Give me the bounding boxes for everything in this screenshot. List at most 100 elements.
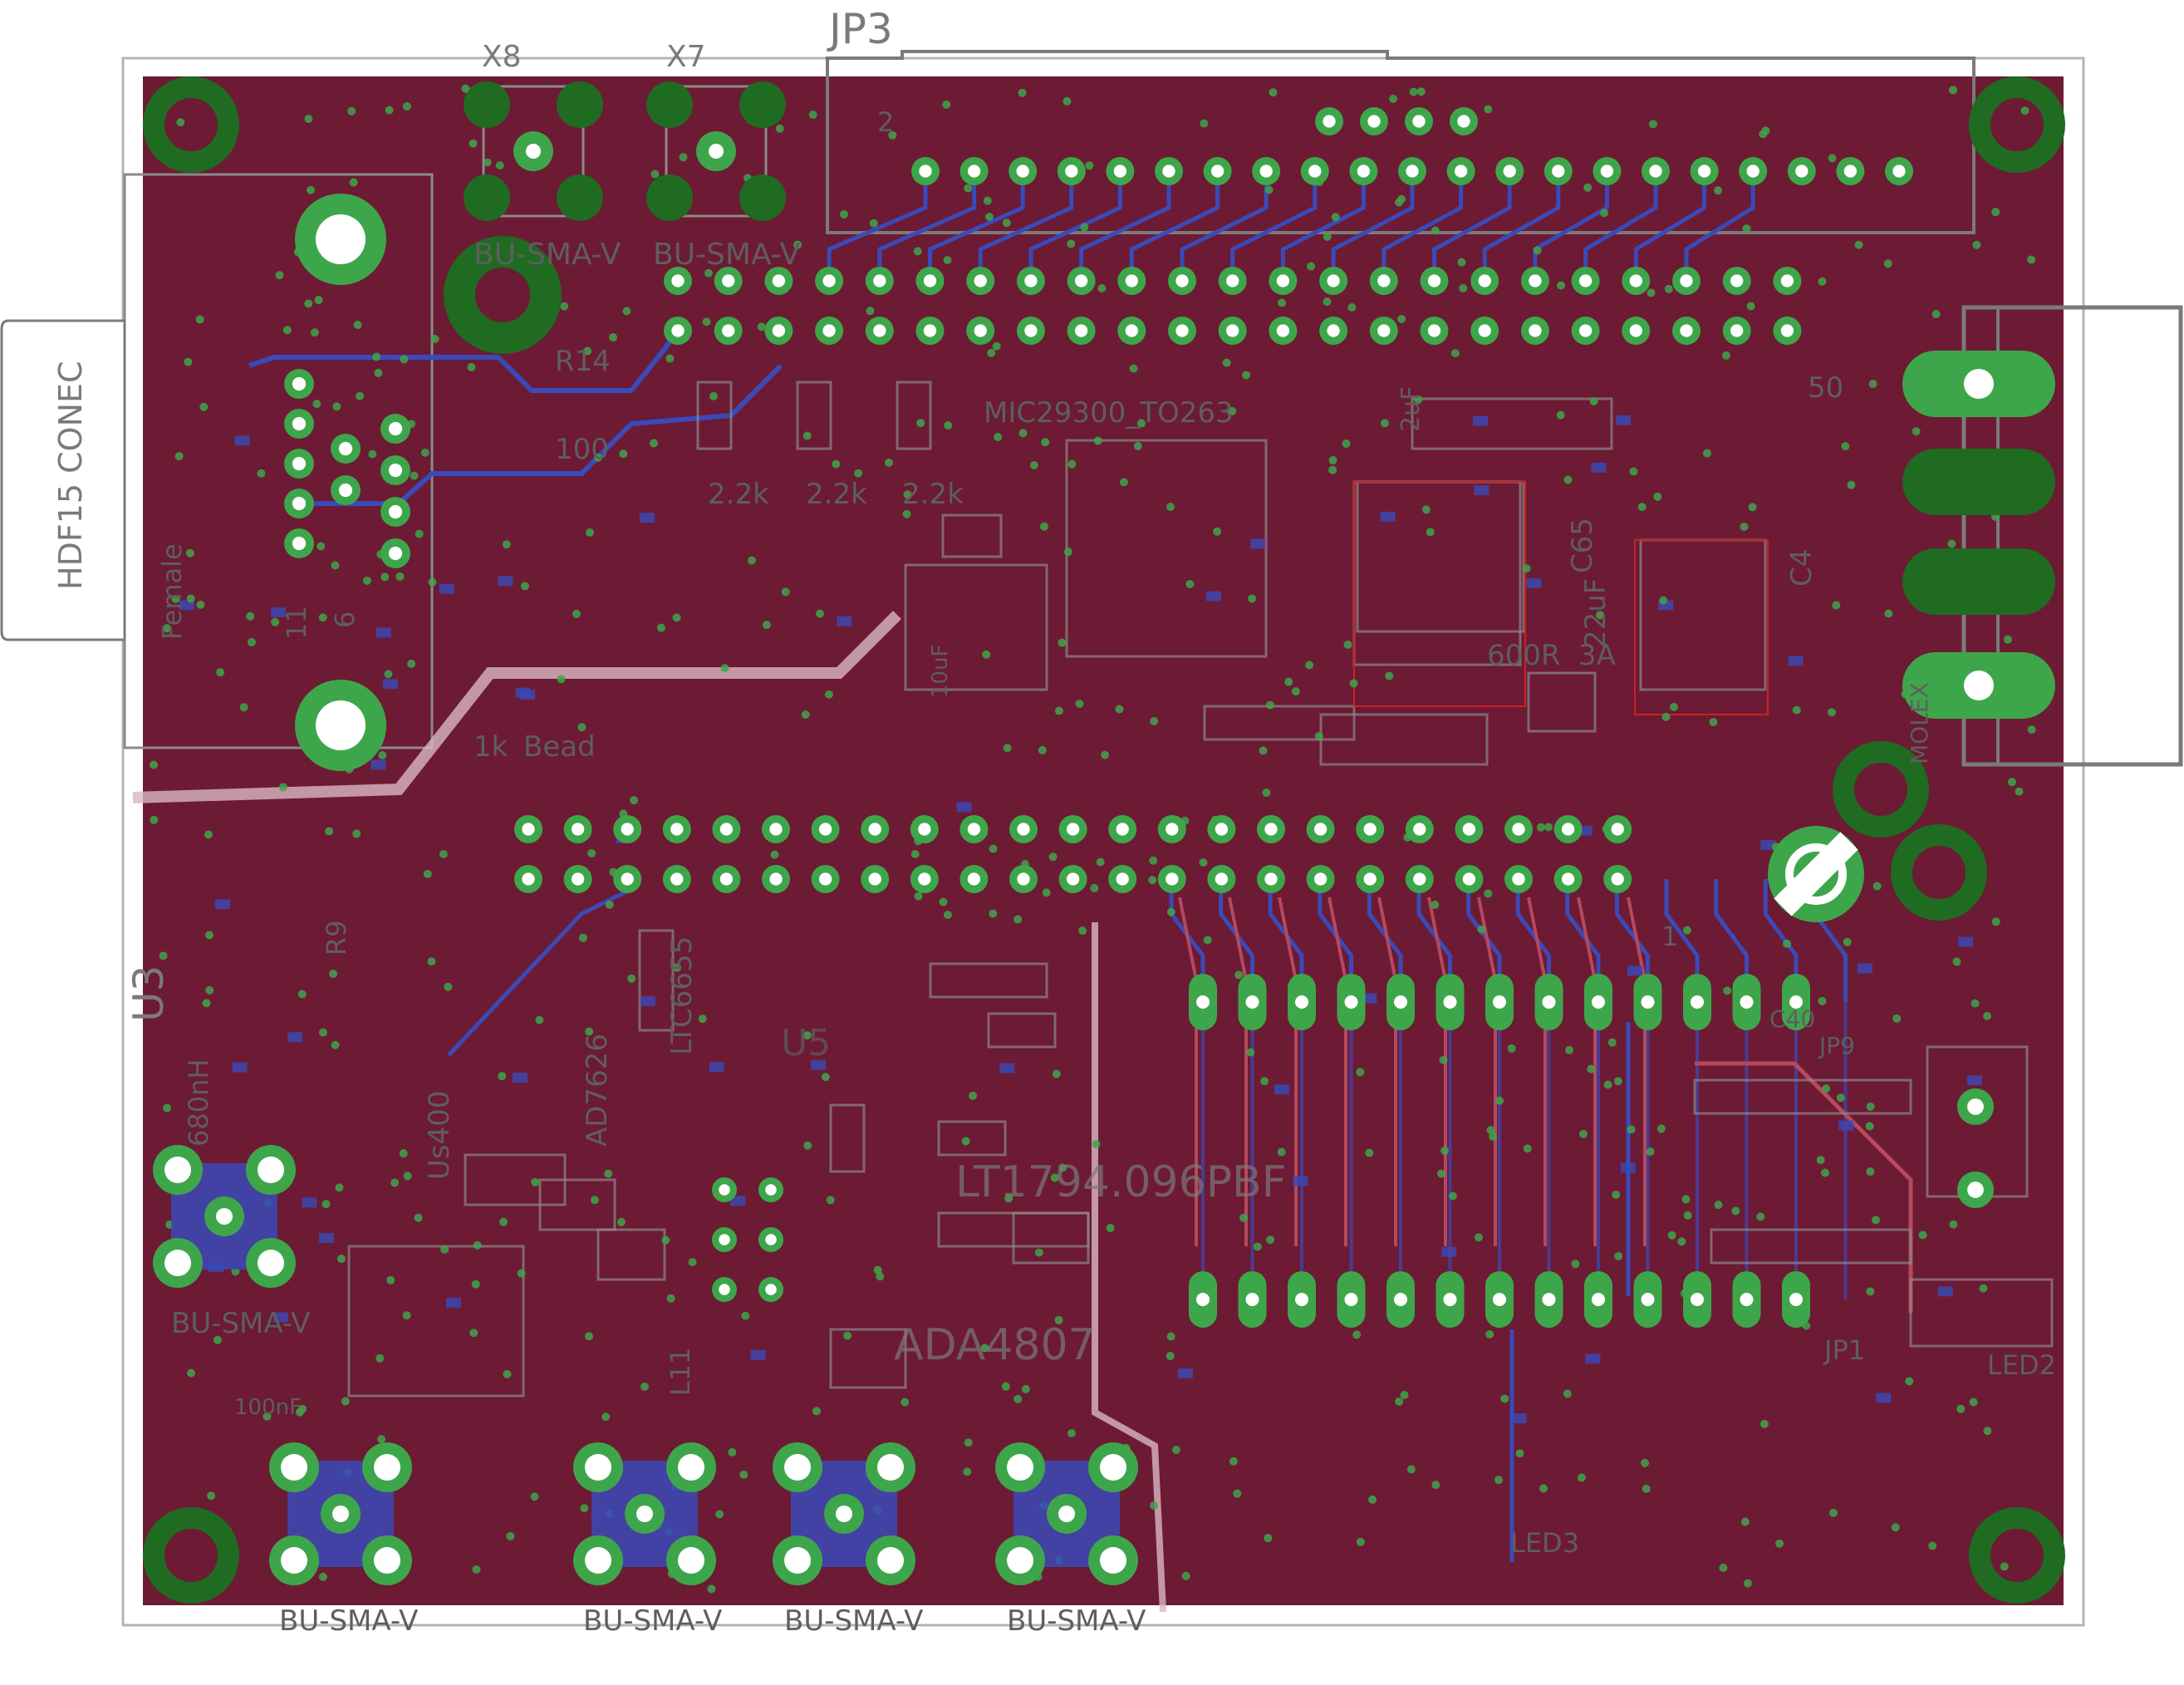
via <box>1395 1397 1404 1406</box>
pad-drill <box>671 324 685 337</box>
via <box>1557 281 1566 290</box>
via <box>1406 1465 1416 1474</box>
via <box>1148 876 1157 885</box>
hdf15-mount-pad <box>295 194 386 285</box>
via <box>295 1407 304 1417</box>
via <box>1731 1206 1740 1216</box>
via <box>1314 731 1323 740</box>
via <box>2027 725 2036 734</box>
via <box>1748 503 1757 512</box>
via <box>593 453 602 462</box>
pad-layer <box>284 107 1994 1328</box>
via <box>1352 1330 1362 1339</box>
via <box>1709 718 1718 727</box>
via <box>980 1344 989 1353</box>
mounting-hole <box>143 76 239 173</box>
pad-drill <box>1512 823 1525 836</box>
dip-pin <box>1337 1271 1366 1328</box>
jp3-pin <box>1642 157 1670 185</box>
via <box>1356 1068 1365 1077</box>
via <box>1234 970 1244 980</box>
via <box>1474 1233 1483 1242</box>
pad-drill <box>719 823 734 836</box>
pad-drill <box>1578 324 1593 337</box>
via <box>1603 1080 1612 1089</box>
via <box>1284 677 1293 686</box>
via <box>171 594 180 603</box>
pad-drill <box>1295 1293 1308 1306</box>
label-jp1: JP1 <box>1823 1334 1865 1366</box>
pad-drill <box>967 872 981 886</box>
pad-drill <box>1295 995 1308 1009</box>
via <box>914 892 923 901</box>
via <box>803 1141 812 1150</box>
header-pin <box>1168 317 1196 345</box>
pad-drill <box>338 483 353 498</box>
via <box>196 600 205 609</box>
via <box>1119 478 1128 487</box>
via <box>1307 262 1316 271</box>
via <box>808 111 817 120</box>
db15-pin <box>284 449 314 479</box>
sma-outline <box>665 85 768 218</box>
jp3-pin <box>1544 157 1573 185</box>
test-point <box>1957 1088 1994 1125</box>
via <box>1253 1242 1262 1251</box>
via <box>263 1412 272 1421</box>
pad-drill <box>1276 324 1290 337</box>
via <box>1459 283 1468 292</box>
header-pin <box>1369 317 1398 345</box>
pad-drill <box>1313 872 1328 886</box>
sma-ground-drill <box>1100 1547 1126 1574</box>
smd-pad <box>750 1349 766 1360</box>
via <box>2000 1562 2009 1571</box>
via <box>372 352 381 361</box>
pad-drill <box>1327 324 1340 337</box>
smd-pad <box>375 627 391 638</box>
pad-drill <box>1394 995 1407 1009</box>
header-pin <box>1067 267 1096 295</box>
via <box>1305 661 1314 670</box>
via <box>1536 823 1545 832</box>
via <box>1222 358 1231 367</box>
header-pin <box>915 267 945 295</box>
label-ada4807: ADA4807 <box>894 1320 1096 1370</box>
sma-ground-drill <box>877 1454 904 1481</box>
via <box>1096 857 1105 867</box>
smd-pad <box>1293 1176 1308 1186</box>
via <box>1385 671 1394 680</box>
sma-ground-pin <box>739 174 786 221</box>
via <box>698 1014 707 1024</box>
label-2k2-a: 2.2k <box>708 478 769 511</box>
pad-drill <box>822 324 836 337</box>
via <box>207 1491 216 1501</box>
dip-pin <box>1732 974 1761 1030</box>
via <box>400 355 409 364</box>
via <box>1067 459 1077 469</box>
pad-drill <box>1074 274 1088 287</box>
via <box>1523 1144 1532 1153</box>
pad-drill <box>1210 165 1225 178</box>
via <box>1489 1132 1498 1141</box>
header-pin <box>1108 865 1137 893</box>
header-pin <box>1117 267 1146 295</box>
mounting-hole <box>444 236 562 354</box>
jp3-pin <box>1057 157 1086 185</box>
smd-pad <box>1205 591 1221 602</box>
via <box>1166 1352 1175 1361</box>
pad-drill <box>1967 1181 1984 1198</box>
hatched-trace <box>132 611 901 803</box>
header-pin <box>1016 267 1045 295</box>
dip-pin <box>1436 1271 1465 1328</box>
via <box>793 240 802 249</box>
pad-drill <box>1313 823 1328 836</box>
pad-drill <box>1443 995 1457 1009</box>
header-pin <box>861 865 890 893</box>
jp3-pin <box>1349 157 1378 185</box>
via <box>353 321 362 330</box>
via <box>1979 1284 1988 1293</box>
mounting-hole <box>1833 741 1929 838</box>
via <box>720 664 729 673</box>
sma-1 <box>269 1442 412 1585</box>
pad-drill <box>1611 872 1624 886</box>
